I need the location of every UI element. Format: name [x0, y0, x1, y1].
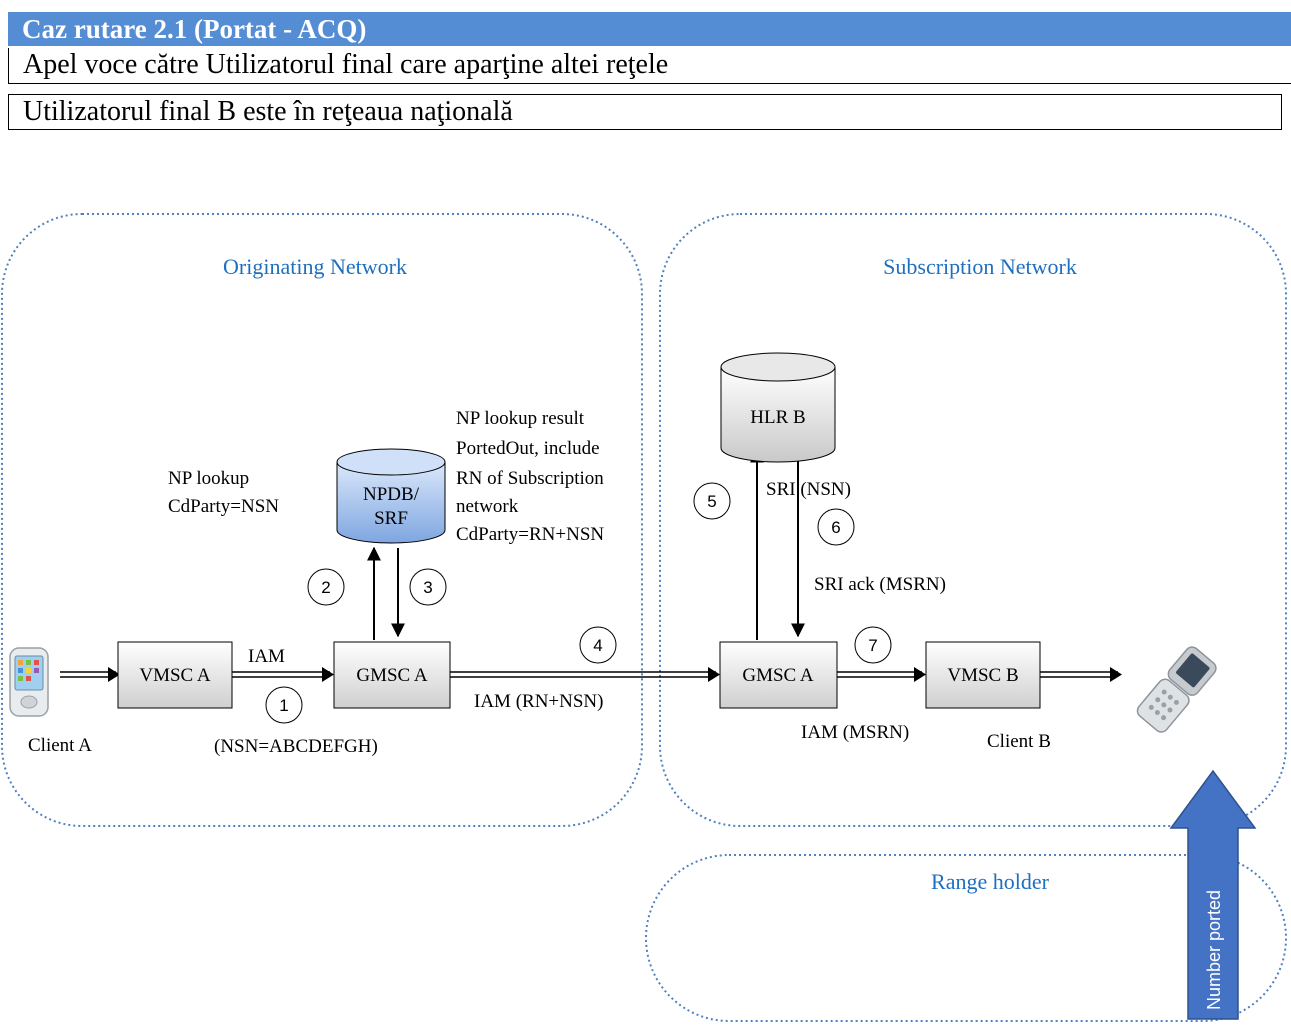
flow-vmsc-a-to-gmsc-a [232, 667, 334, 682]
case-title: Caz rutare 2.1 (Portat - ACQ) [8, 12, 1291, 46]
client-b-label: Client B [987, 731, 1051, 752]
step-1: 1 [265, 686, 303, 724]
hlr-b-database: HLR B [720, 352, 836, 463]
npdb-srf-database: NPDB/ SRF [336, 448, 446, 544]
np-result-line2: PortedOut, include [456, 438, 600, 459]
step-2: 2 [307, 568, 345, 606]
range-holder-label: Range holder [931, 869, 1050, 894]
client-a-label: Client A [28, 735, 92, 756]
gmsc-a-label: GMSC A [356, 665, 428, 686]
vmsc-a-label: VMSC A [139, 665, 211, 686]
vmsc-a-node: VMSC A [117, 641, 233, 709]
npdb-label-line1: NPDB/ [363, 484, 420, 505]
step-7: 7 [854, 626, 892, 664]
sri-ack-label: SRI ack (MSRN) [814, 574, 946, 595]
np-lookup-label: NP lookup [168, 468, 249, 489]
svg-text:7: 7 [868, 636, 877, 655]
step-5: 5 [693, 482, 731, 520]
svg-text:1: 1 [279, 696, 288, 715]
svg-text:6: 6 [831, 518, 840, 537]
step-3: 3 [409, 568, 447, 606]
step-4: 4 [579, 626, 617, 664]
svg-text:3: 3 [423, 578, 432, 597]
gmsc-a-node: GMSC A [333, 641, 451, 709]
step-6: 6 [817, 508, 855, 546]
originating-network-label: Originating Network [223, 254, 407, 279]
np-result-line1: NP lookup result [456, 408, 585, 429]
flip-phone-icon [1136, 646, 1217, 733]
vmsc-b-node: VMSC B [925, 641, 1041, 709]
np-lookup-cdparty: CdParty=NSN [168, 496, 279, 517]
np-result-line3: RN of Subscription [456, 468, 604, 489]
svg-text:5: 5 [707, 492, 716, 511]
iam-msrn-label: IAM (MSRN) [801, 722, 909, 743]
flow-vmsc-b-to-client-b [1040, 667, 1122, 682]
sri-nsn-label: SRI (NSN) [766, 479, 851, 500]
iam-label: IAM [248, 646, 285, 667]
gmsc-a2-label: GMSC A [742, 665, 814, 686]
originating-network-zone [1, 213, 643, 827]
flow-gmsc-a-to-gmsc-a2 [450, 667, 720, 682]
case-description: Apel voce către Utilizatorul final care … [8, 48, 1291, 84]
vmsc-b-label: VMSC B [947, 665, 1018, 686]
iam-rn-nsn-label: IAM (RN+NSN) [474, 691, 603, 712]
svg-text:4: 4 [593, 636, 602, 655]
npdb-label-line2: SRF [374, 508, 408, 529]
number-ported-label: Number ported [1204, 890, 1224, 1010]
hlr-b-label: HLR B [750, 407, 805, 428]
number-ported-arrow: Number ported [1169, 769, 1257, 1020]
case-condition: Utilizatorul final B este în reţeaua naţ… [8, 94, 1282, 130]
svg-text:2: 2 [321, 578, 330, 597]
np-result-line4: network [456, 496, 519, 517]
flow-client-a-to-vmsc-a [60, 667, 120, 682]
gmsc-a2-node: GMSC A [719, 641, 838, 709]
flow-gmsc-a2-to-vmsc-b [837, 667, 926, 682]
subscription-network-zone [659, 213, 1287, 827]
smartphone-icon [9, 647, 49, 717]
range-holder-zone [645, 854, 1287, 1022]
np-result-line5: CdParty=RN+NSN [456, 524, 604, 545]
nsn-label: (NSN=ABCDEFGH) [214, 736, 378, 757]
subscription-network-label: Subscription Network [883, 254, 1077, 279]
